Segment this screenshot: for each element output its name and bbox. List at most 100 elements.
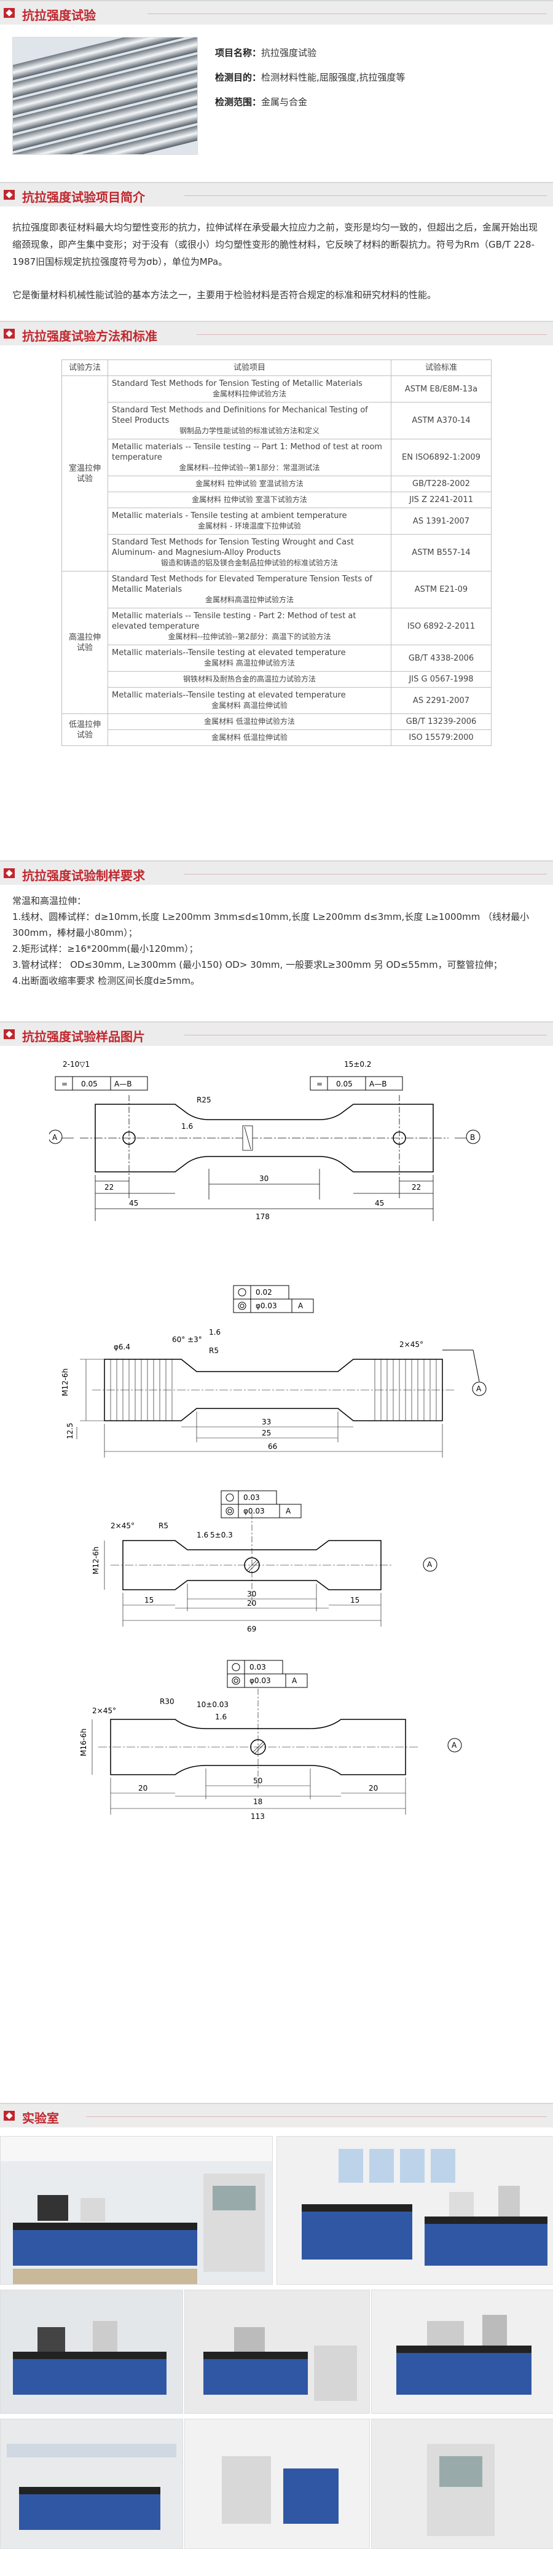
section-marker-icon xyxy=(4,8,15,18)
lab-room-icon xyxy=(185,2290,369,2413)
lab-room-icon xyxy=(372,2290,553,2413)
standard-cell: AS 2291-2007 xyxy=(391,687,492,714)
dim: 15 xyxy=(350,1596,359,1604)
standard-cell: JIS Z 2241-2011 xyxy=(391,492,492,508)
dim: 18 xyxy=(253,1797,262,1806)
dim-total: 66 xyxy=(268,1442,277,1451)
section-title: 抗拉强度试验样品图片 xyxy=(22,1029,145,1044)
req-line: 3.管材试样： OD≤30mm, L≥300mm (最小150) OD> 30m… xyxy=(12,959,503,970)
dim-radius: R25 xyxy=(197,1096,211,1104)
standard-cell: ASTM E8/E8M-13a xyxy=(391,375,492,402)
dim-angle: 60° ±3° xyxy=(172,1335,202,1344)
datum-a: A xyxy=(476,1384,482,1393)
dim: 45 xyxy=(375,1199,384,1208)
item-cell: Metallic materials -- Tensile testing - … xyxy=(108,608,391,645)
section-bar-intro: 抗拉强度试验项目简介 xyxy=(0,182,553,206)
item-en: Standard Test Methods for Tension Testin… xyxy=(112,538,354,557)
method-cell: 高温拉伸试验 xyxy=(61,571,108,714)
header-item: 试验项目 xyxy=(108,359,391,376)
lab-room-icon xyxy=(1,2419,182,2548)
dim-thread: M12-6h xyxy=(92,1547,100,1574)
table-row: Standard Test Methods and Definitions fo… xyxy=(62,402,492,439)
tol: φ0.03 xyxy=(249,1676,271,1685)
datum-a: A xyxy=(452,1741,457,1749)
info-name-label: 项目名称： xyxy=(215,47,262,58)
item-cn: 钢制品力学性能试验的标准试验方法和定义 xyxy=(179,426,320,435)
item-en: Standard Test Methods and Definitions fo… xyxy=(112,406,368,425)
dim: 20 xyxy=(369,1784,378,1793)
lab-photo xyxy=(184,2290,370,2414)
lab-photo xyxy=(371,2419,553,2549)
item-cell: 钢铁材料及耐热合金的高温拉力试验方法 xyxy=(108,671,391,688)
item-cn: 金属材料 高温拉伸试验 xyxy=(211,701,288,710)
item-cn: 钢铁材料及耐热合金的高温拉力试验方法 xyxy=(182,675,316,683)
info-items-label: 检测目的： xyxy=(215,72,262,83)
dim: 5±0.3 xyxy=(210,1531,233,1539)
standard-cell: GB/T 4338-2006 xyxy=(391,645,492,672)
sym-parallel: = xyxy=(61,1080,68,1088)
item-cell: 金属材料 拉伸试验 室温试验方法 xyxy=(108,476,391,492)
dim: 10±0.03 xyxy=(197,1700,229,1709)
standard-cell: EN ISO6892-1:2009 xyxy=(391,439,492,476)
standard-cell: ASTM E21-09 xyxy=(391,571,492,608)
tol-ref: A xyxy=(298,1302,304,1310)
lab-room-icon xyxy=(1,2290,182,2413)
intro-paragraph-1: 抗拉强度即表征材料最大均匀塑性变形的抗力，拉伸试样在承受最大拉应力之前，变形是均… xyxy=(12,222,538,267)
item-en: Metallic materials--Tensile testing at e… xyxy=(112,648,346,658)
req-line: 1.线材、圆棒试样：d≥10mm,长度 L≥200mm 3mm≤d≤10mm,长… xyxy=(12,911,530,938)
info-scope-label: 检测范围： xyxy=(215,96,262,108)
dim: 20 xyxy=(247,1599,256,1608)
dim-chamfer: 2×45° xyxy=(92,1706,116,1715)
lab-photo xyxy=(0,2136,273,2285)
tol: 0.03 xyxy=(243,1493,260,1502)
req-line: 4.出断面收缩率要求 检测区间长度d≥5mm。 xyxy=(12,975,200,986)
dim: 25 xyxy=(262,1429,271,1437)
lab-photo xyxy=(276,2136,553,2285)
dim-chamfer: 2×45° xyxy=(399,1340,423,1349)
item-cell: Metallic materials -- Tensile testing --… xyxy=(108,439,391,476)
dim: 22 xyxy=(412,1183,421,1192)
standard-cell: ASTM B557-14 xyxy=(391,534,492,571)
steel-bars-icon xyxy=(13,37,197,154)
dim-radius: R5 xyxy=(159,1522,168,1530)
dim-radius: R30 xyxy=(160,1697,175,1706)
dim-roughness: 1.6 xyxy=(209,1328,221,1337)
tol: 0.03 xyxy=(249,1663,266,1671)
steel-bars-photo xyxy=(12,37,198,155)
method-cell: 室温拉伸试验 xyxy=(61,375,108,571)
tol-cyl: 0.02 xyxy=(256,1288,272,1297)
dim-slot: 2-10▽1 xyxy=(63,1060,90,1069)
dim: 45 xyxy=(129,1199,138,1208)
item-cn: 金属材料 - 环境温度下拉伸试验 xyxy=(198,522,301,530)
standard-cell: ISO 15579:2000 xyxy=(391,729,492,746)
lab-photo xyxy=(371,2290,553,2414)
item-cell: Metallic materials--Tensile testing at e… xyxy=(108,687,391,714)
section-marker-icon xyxy=(4,329,15,339)
table-header-row: 试验方法 试验项目 试验标准 xyxy=(61,359,492,376)
dim-roughness: 1.6 xyxy=(215,1713,227,1721)
dim: 30 xyxy=(259,1174,269,1183)
section-bar-lab: 实验室 xyxy=(0,2103,553,2127)
section-marker-icon xyxy=(4,2111,15,2121)
item-cell: Standard Test Methods for Tension Testin… xyxy=(108,375,391,402)
item-cell: Metallic materials--Tensile testing at e… xyxy=(108,645,391,672)
intro-paragraph-2: 它是衡量材料机械性能试验的基本方法之一，主要用于检验材料是否符合规定的标准和研究… xyxy=(12,289,437,300)
dim-dia: φ6.4 xyxy=(114,1343,130,1351)
section-title: 抗拉强度试验方法和标准 xyxy=(22,329,157,344)
dim-thread: M12-6h xyxy=(61,1368,69,1396)
lab-photo xyxy=(0,2290,183,2414)
item-en: Metallic materials--Tensile testing at e… xyxy=(112,691,346,700)
lab-room-icon xyxy=(185,2419,369,2548)
method-cell: 低温拉伸试验 xyxy=(61,713,108,746)
item-cn: 锻造和铸造的铝及镁合金制品拉伸试验的标准试验方法 xyxy=(160,559,338,567)
dim-tol: 0.05 xyxy=(336,1080,353,1088)
section-marker-icon xyxy=(4,868,15,878)
item-cn: 金属材料 低温拉伸试验方法 xyxy=(204,717,295,726)
dim-total: 113 xyxy=(251,1812,265,1821)
section-title: 抗拉强度试验项目简介 xyxy=(22,190,145,205)
